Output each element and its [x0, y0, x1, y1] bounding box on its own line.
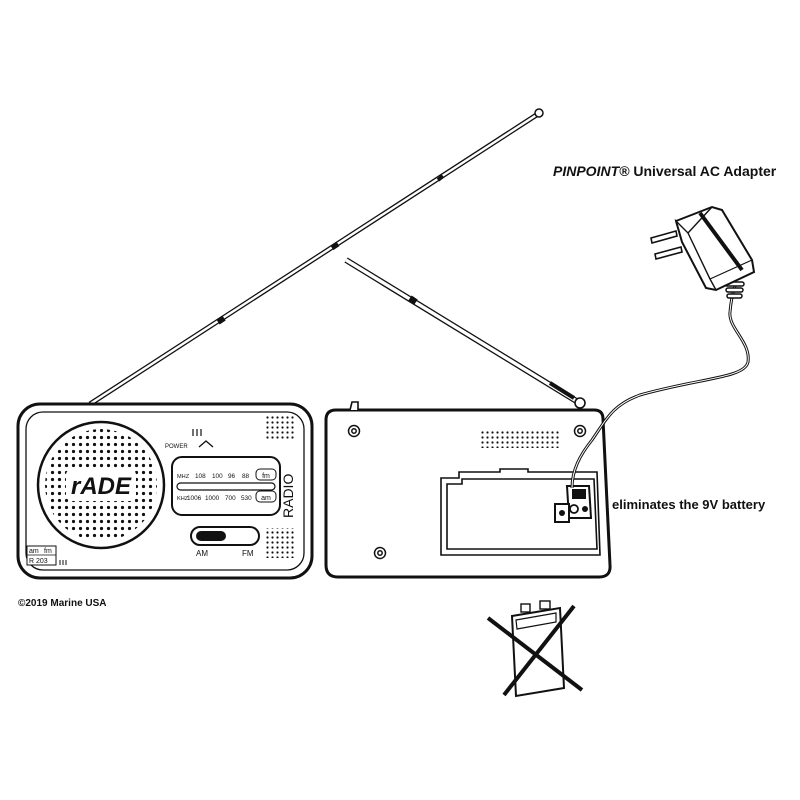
adapter-caption: PINPOINT® Universal AC Adapter — [553, 163, 776, 179]
band-switch: AM FM — [190, 526, 260, 558]
crossed-battery-icon — [486, 600, 584, 698]
antenna-back — [344, 257, 586, 409]
battery-caption: eliminates the 9V battery — [612, 497, 766, 512]
am-band-label: am — [261, 495, 271, 502]
back-grille — [481, 430, 561, 448]
am-scale-1006: 1006 — [187, 495, 202, 502]
fm-scale-100: 100 — [212, 473, 223, 480]
power-label: POWER — [165, 444, 188, 450]
am-scale-700: 700 — [225, 495, 236, 502]
adapter-brand: PINPOINT® — [553, 163, 630, 179]
model-badge: am fm R 203 — [26, 545, 67, 566]
tuning-dial: MHZ 108 100 96 88 fm KHZ 1006 1000 700 5… — [171, 456, 281, 516]
switch-am-label: AM — [196, 549, 208, 558]
badge-am: am — [29, 548, 39, 555]
bottom-right-grille — [266, 528, 296, 558]
radio-front: rADE POWER MHZ 108 100 96 88 fm KHZ 1006 — [16, 108, 544, 580]
speaker-grille: rADE — [36, 420, 166, 550]
khz-label: KHZ — [177, 496, 189, 502]
antenna-front — [88, 108, 544, 407]
radio-side-label: RADIO — [280, 474, 296, 518]
am-scale-1000: 1000 — [205, 495, 220, 502]
am-scale-530: 530 — [241, 495, 252, 502]
mhz-label: MHZ — [177, 474, 190, 480]
fm-scale-88: 88 — [242, 473, 250, 480]
model-number: R 203 — [29, 558, 48, 565]
fm-scale-96: 96 — [228, 473, 236, 480]
fm-scale-108: 108 — [195, 473, 206, 480]
switch-fm-label: FM — [242, 549, 254, 558]
top-right-grille — [266, 414, 296, 440]
battery-compartment — [440, 468, 601, 556]
radio-back — [324, 257, 612, 579]
ac-adapter — [570, 205, 756, 489]
copyright-notice: ©2019 Marine USA — [18, 598, 107, 609]
badge-fm: fm — [44, 548, 52, 555]
radio-brand-logo: rADE — [71, 473, 132, 500]
adapter-caption-rest: Universal AC Adapter — [629, 163, 777, 179]
battery-connector — [554, 485, 593, 523]
fm-band-label: fm — [262, 473, 270, 480]
